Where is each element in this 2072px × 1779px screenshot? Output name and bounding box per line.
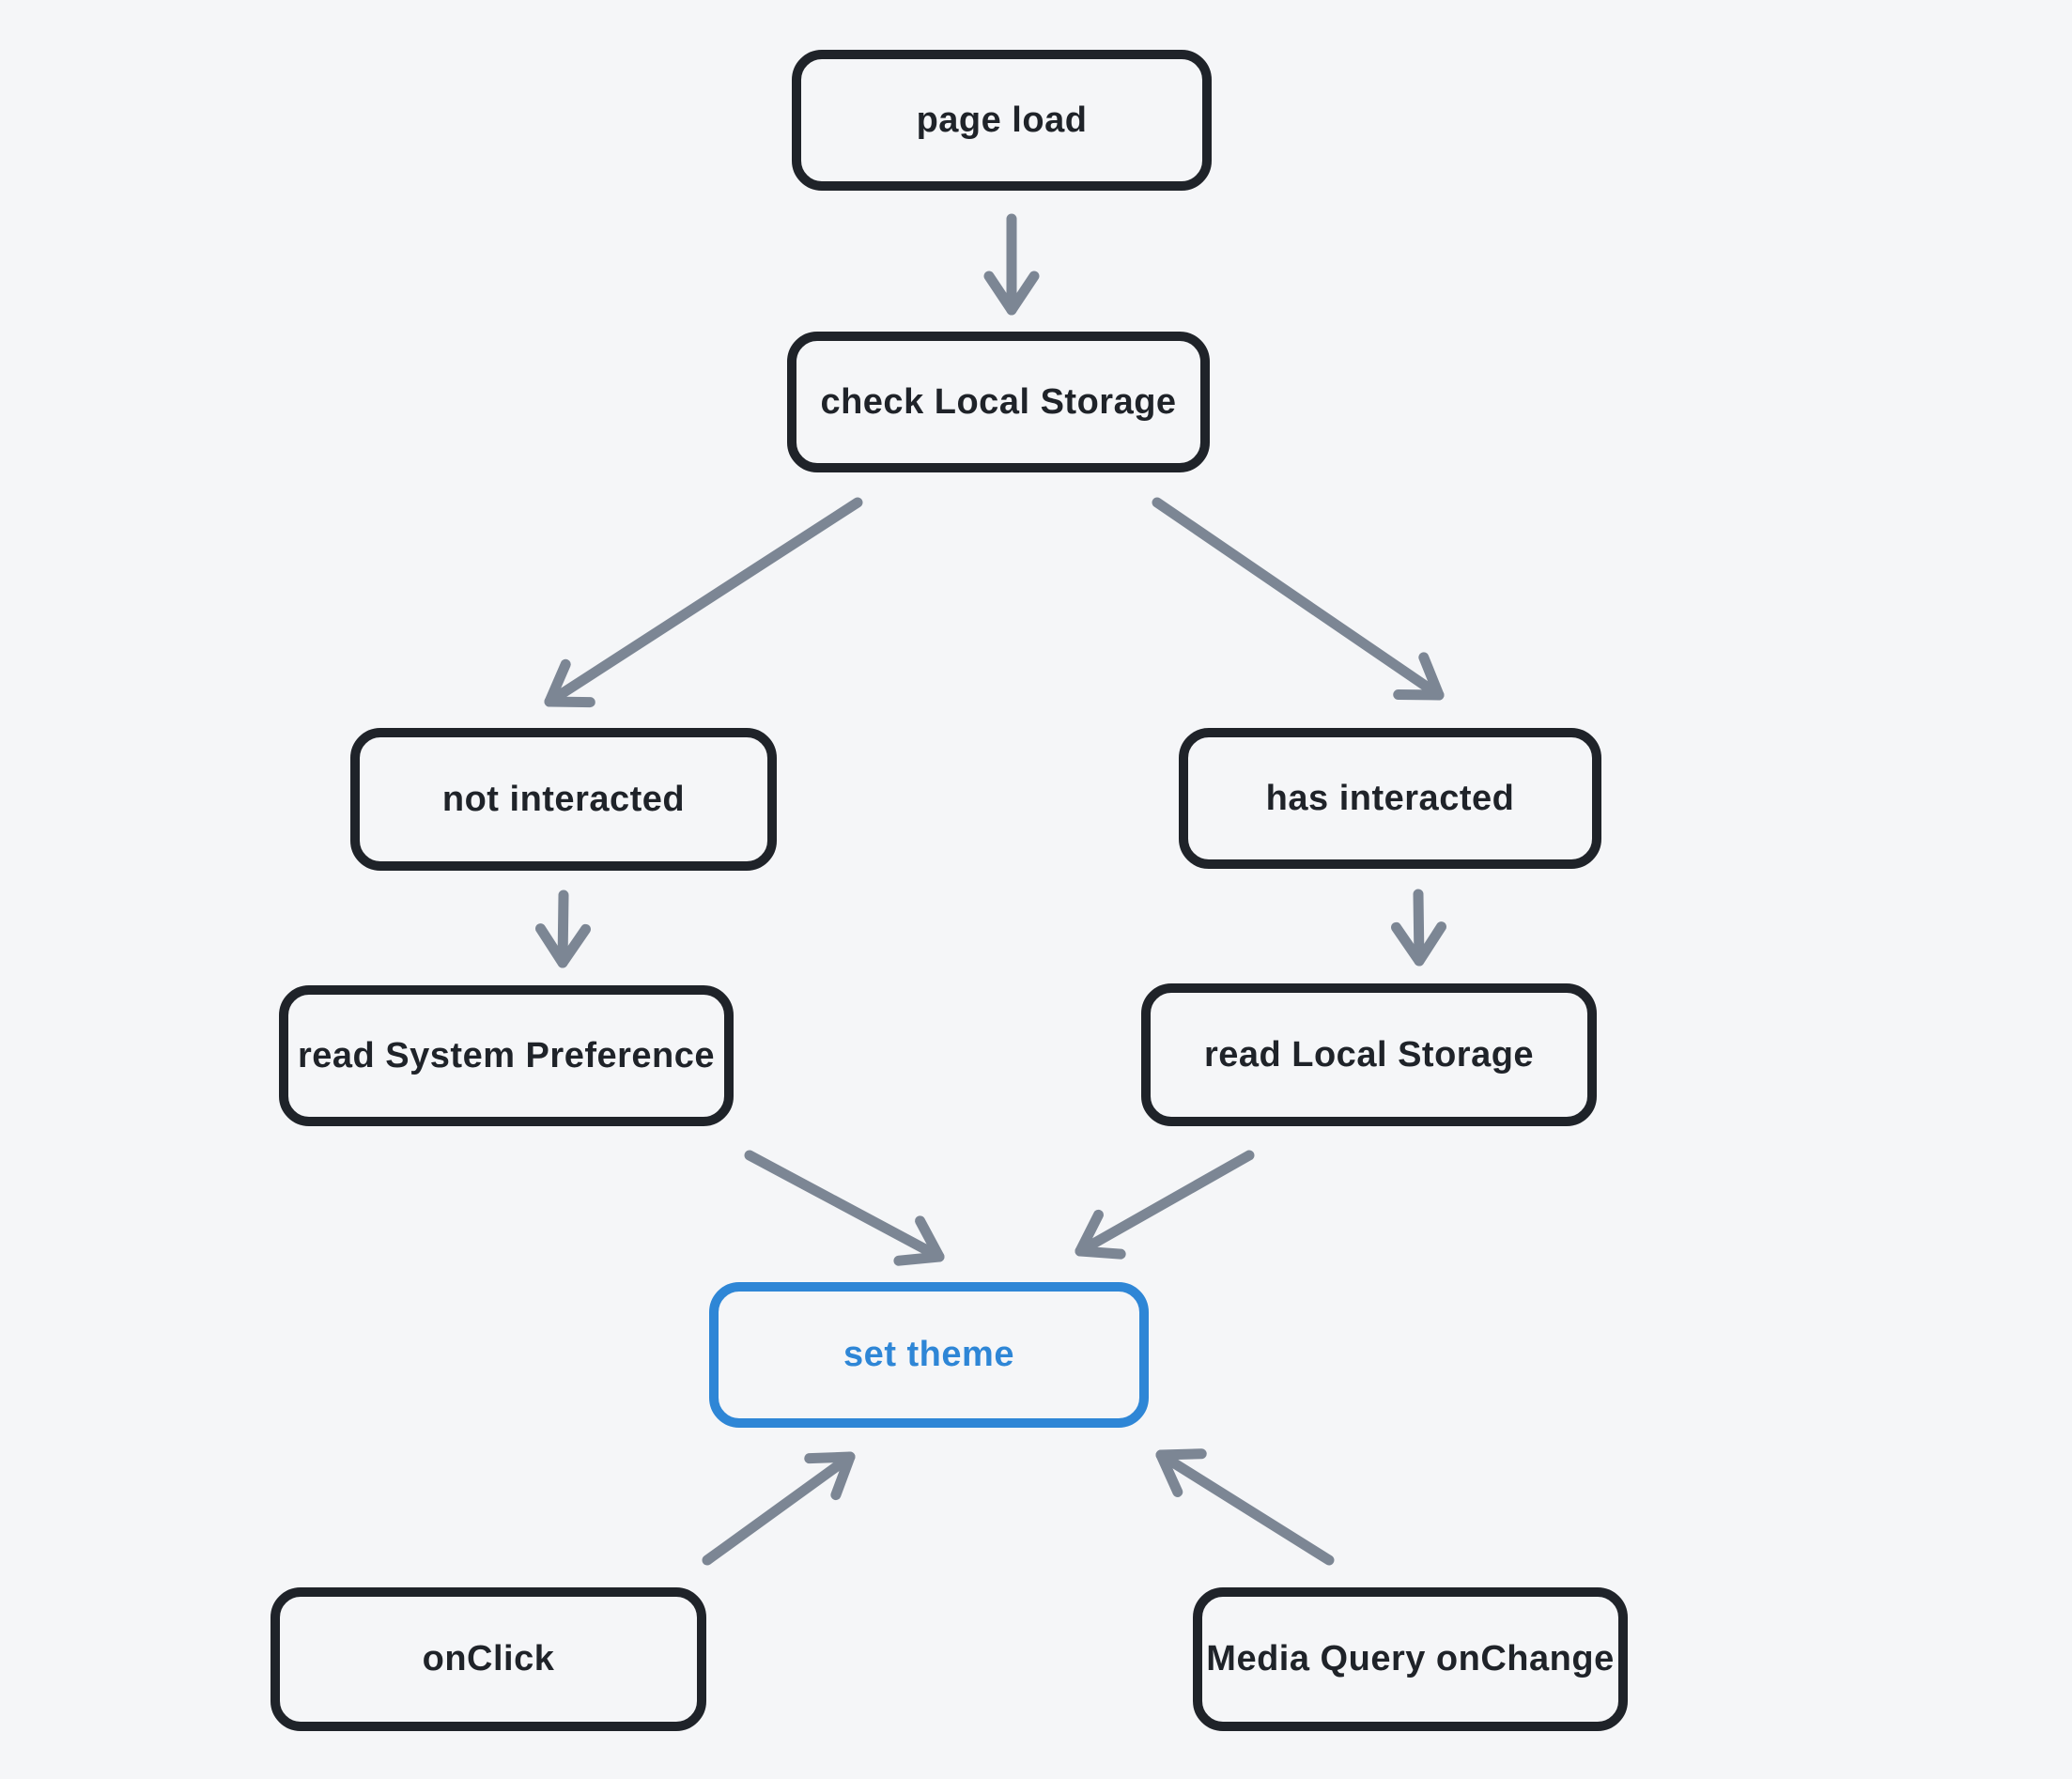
arrow-not-interacted-to-read-system-pref[interactable] [535, 890, 591, 968]
node-onclick-label: onClick [422, 1639, 555, 1678]
node-read-system-preference[interactable]: read System Preference [279, 985, 734, 1126]
arrow-has-interacted-to-read-local-storage[interactable] [1390, 889, 1446, 967]
node-not-interacted[interactable]: not interacted [350, 728, 777, 871]
arrow-read-system-pref-to-set-theme[interactable] [744, 1150, 945, 1266]
node-onclick[interactable]: onClick [271, 1587, 706, 1731]
node-set-theme[interactable]: set theme [709, 1282, 1149, 1428]
node-page-load[interactable]: page load [792, 50, 1212, 191]
node-media-query-onchange-label: Media Query onChange [1206, 1639, 1615, 1678]
node-read-local-storage-label: read Local Storage [1203, 1034, 1535, 1075]
node-read-system-preference-label: read System Preference [297, 1035, 716, 1075]
node-not-interacted-label: not interacted [441, 779, 686, 819]
arrow-read-local-storage-to-set-theme[interactable] [1075, 1150, 1255, 1260]
arrow-onclick-to-set-theme[interactable] [702, 1451, 856, 1566]
node-has-interacted[interactable]: has interacted [1179, 728, 1601, 869]
node-has-interacted-label: has interacted [1265, 778, 1515, 818]
node-page-load-label: page load [916, 100, 1088, 140]
arrow-check-local-storage-to-not-interacted[interactable] [544, 497, 863, 708]
node-check-local-storage[interactable]: check Local Storage [787, 332, 1210, 472]
arrow-media-query-onchange-to-set-theme[interactable] [1155, 1448, 1335, 1566]
node-set-theme-label: set theme [843, 1335, 1014, 1374]
node-media-query-onchange[interactable]: Media Query onChange [1193, 1587, 1628, 1731]
node-read-local-storage[interactable]: read Local Storage [1141, 983, 1597, 1126]
arrow-check-local-storage-to-has-interacted[interactable] [1152, 497, 1445, 701]
node-check-local-storage-label: check Local Storage [820, 381, 1177, 422]
